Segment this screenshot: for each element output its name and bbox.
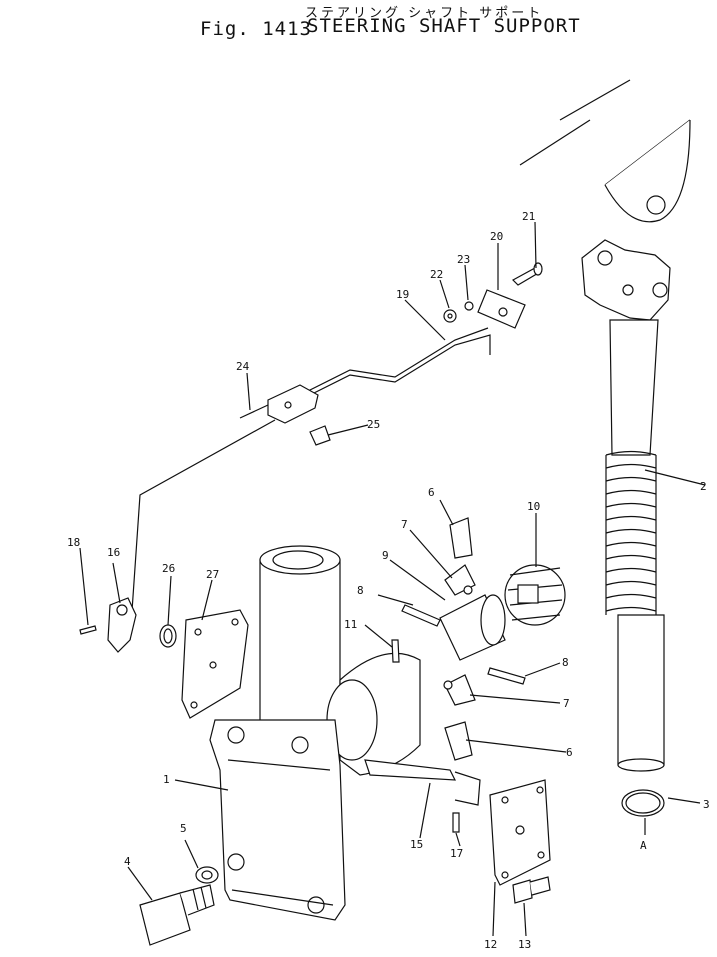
part-8-pin-top xyxy=(401,604,441,627)
part-8-pin-bottom xyxy=(487,667,526,685)
part-23-washer xyxy=(464,301,474,311)
part-1-support-body xyxy=(209,545,421,921)
callout-24: 24 xyxy=(236,360,250,373)
figure-title: STEERING SHAFT SUPPORT xyxy=(307,15,581,37)
part-5-lock-washer xyxy=(195,866,219,884)
part-13-bolt xyxy=(512,876,551,904)
callout-23: 23 xyxy=(457,253,470,266)
part-9-bracket-housing xyxy=(439,594,506,661)
callout-13: 13 xyxy=(518,938,531,951)
leader-lines xyxy=(79,221,706,937)
callout-5: 5 xyxy=(180,822,187,835)
callout-7-bottom: 7 xyxy=(563,697,570,710)
part-17-pin xyxy=(452,812,460,833)
callout-1: 1 xyxy=(163,773,170,786)
part-12-cover-plate xyxy=(489,779,551,886)
callout-8-bottom: 8 xyxy=(562,656,569,669)
callout-2: 2 xyxy=(700,480,707,493)
figure-header: ステアリング シャフト サポート Fig. 1413 STEERING SHAF… xyxy=(0,0,717,50)
callout-17: 17 xyxy=(450,847,463,860)
callout-A: A xyxy=(640,839,647,852)
callout-8-top: 8 xyxy=(357,584,364,597)
part-25-clevis-pin xyxy=(309,425,331,446)
figure-number: Fig. 1413 xyxy=(200,18,312,40)
part-27-cover-plate xyxy=(181,609,249,719)
callout-27: 27 xyxy=(206,568,219,581)
callout-18: 18 xyxy=(67,536,80,549)
callout-15: 15 xyxy=(410,838,423,851)
part-22-nut xyxy=(443,309,457,323)
part-11-pin xyxy=(391,639,400,663)
part-15-shaft xyxy=(364,759,481,806)
part-6-cam-bottom xyxy=(444,721,473,761)
part-18-pin xyxy=(79,625,97,635)
part-3-snap-ring xyxy=(621,789,665,817)
callout-3: 3 xyxy=(703,798,710,811)
frame-bracket-part xyxy=(519,79,691,223)
callout-21: 21 xyxy=(522,210,535,223)
part-16-lever xyxy=(107,597,137,653)
part-6-cam-top xyxy=(449,517,473,559)
part-7-spring-bottom xyxy=(443,674,476,706)
callout-12: 12 xyxy=(484,938,497,951)
leader-linkage-line xyxy=(129,419,276,641)
callout-7-top: 7 xyxy=(401,518,408,531)
callout-10: 10 xyxy=(527,500,540,513)
callout-6-bottom: 6 xyxy=(566,746,573,759)
part-2-steering-shaft xyxy=(581,239,671,772)
part-26-washer xyxy=(159,624,177,648)
callout-9: 9 xyxy=(382,549,389,562)
callout-25: 25 xyxy=(367,418,380,431)
callout-6-top: 6 xyxy=(428,486,435,499)
part-7-spring-top xyxy=(444,564,476,596)
callout-22: 22 xyxy=(430,268,443,281)
part-19-control-rod xyxy=(299,327,491,401)
callout-4: 4 xyxy=(124,855,131,868)
part-20-rod-bracket xyxy=(477,289,526,329)
callout-19: 19 xyxy=(396,288,409,301)
callout-26: 26 xyxy=(162,562,175,575)
figure-subtitle-japanese: ステアリング シャフト サポート xyxy=(305,6,544,21)
callout-20: 20 xyxy=(490,230,503,243)
callout-11: 11 xyxy=(344,618,357,631)
part-4-bolt xyxy=(139,884,215,946)
part-10-bearing xyxy=(504,564,566,626)
callout-16: 16 xyxy=(107,546,120,559)
part-21-bolt xyxy=(512,262,543,286)
part-24-pin-clevis xyxy=(239,384,319,424)
